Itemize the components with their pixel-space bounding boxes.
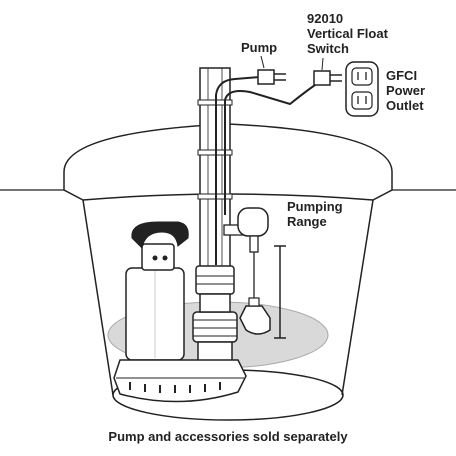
switch-name-line2: Switch <box>307 41 349 56</box>
switch-model-number: 92010 <box>307 11 344 26</box>
range-line1: Pumping <box>287 199 343 214</box>
pump-cord <box>215 76 261 265</box>
switch-plug <box>313 70 331 86</box>
diagram-caption: Pump and accessories sold separately <box>108 429 348 444</box>
pump-intake-slots <box>129 382 221 393</box>
pump-label-pointer <box>260 55 265 69</box>
pumping-range-label: Pumping Range <box>287 199 343 229</box>
pipe-nipple <box>199 293 231 313</box>
check-valve <box>195 265 235 295</box>
pumping-range-bracket <box>274 245 286 339</box>
pump-plug <box>257 69 275 85</box>
outlet-socket <box>351 67 373 86</box>
basin-wall <box>82 199 374 396</box>
outlet-socket <box>351 91 373 110</box>
switch-cord <box>224 84 316 215</box>
pump-handle <box>131 221 189 250</box>
pump-cap <box>141 243 175 271</box>
switch-housing <box>237 207 269 237</box>
range-line2: Range <box>287 214 327 229</box>
switch-name-line1: Vertical Float <box>307 26 388 41</box>
threaded-adapter <box>192 311 238 343</box>
pump-label: Pump <box>241 40 278 55</box>
float <box>239 305 271 335</box>
gfci-outlet-label: GFCI Power Outlet <box>386 68 425 113</box>
gfci-line2: Power <box>386 83 426 98</box>
gfci-line3: Outlet <box>386 98 424 113</box>
pump-base <box>113 359 247 403</box>
switch-stem <box>249 235 259 253</box>
gfci-line1: GFCI <box>386 68 418 83</box>
switch-label-pointer <box>321 57 324 71</box>
float-switch-label: 92010 Vertical Float Switch <box>307 11 388 56</box>
